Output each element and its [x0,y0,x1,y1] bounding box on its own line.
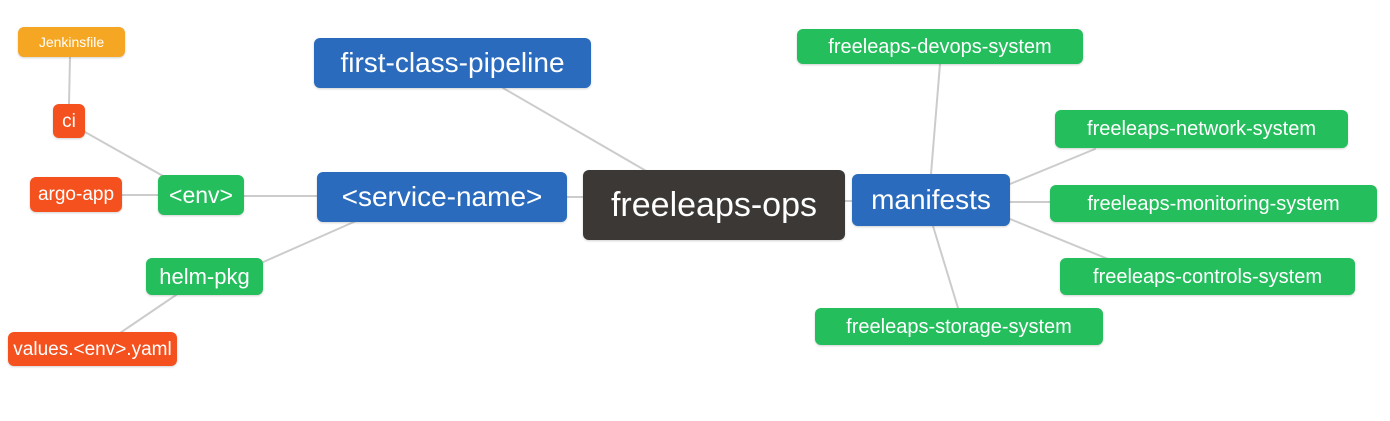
node-freeleaps-ops-root[interactable]: freeleaps-ops [583,170,845,240]
node-values-env-yaml[interactable]: values.<env>.yaml [8,332,177,366]
edge-manifests-network [1009,148,1096,185]
node-freeleaps-network-system[interactable]: freeleaps-network-system [1055,110,1348,148]
node-helm-pkg[interactable]: helm-pkg [146,258,263,295]
node-service-name[interactable]: <service-name> [317,172,567,222]
node-env[interactable]: <env> [158,175,244,215]
edge-helm-pkg-service-name [260,220,357,264]
edge-jenkinsfile-ci [68,56,71,105]
node-jenkinsfile[interactable]: Jenkinsfile [18,27,125,57]
edge-ci-env [84,131,164,177]
node-manifests[interactable]: manifests [852,174,1010,226]
node-first-class-pipeline[interactable]: first-class-pipeline [314,38,591,88]
edge-values-helm-pkg [119,294,177,334]
node-freeleaps-controls-system[interactable]: freeleaps-controls-system [1060,258,1355,295]
edge-manifests-storage [932,225,959,309]
node-freeleaps-monitoring-system[interactable]: freeleaps-monitoring-system [1050,185,1377,222]
node-ci[interactable]: ci [53,104,85,138]
edge-manifests-devops [930,63,941,175]
edge-pipeline-freeleaps-ops [502,87,649,173]
node-freeleaps-devops-system[interactable]: freeleaps-devops-system [797,29,1083,64]
node-freeleaps-storage-system[interactable]: freeleaps-storage-system [815,308,1103,345]
node-argo-app[interactable]: argo-app [30,177,122,212]
edge-manifests-controls [1009,218,1109,260]
